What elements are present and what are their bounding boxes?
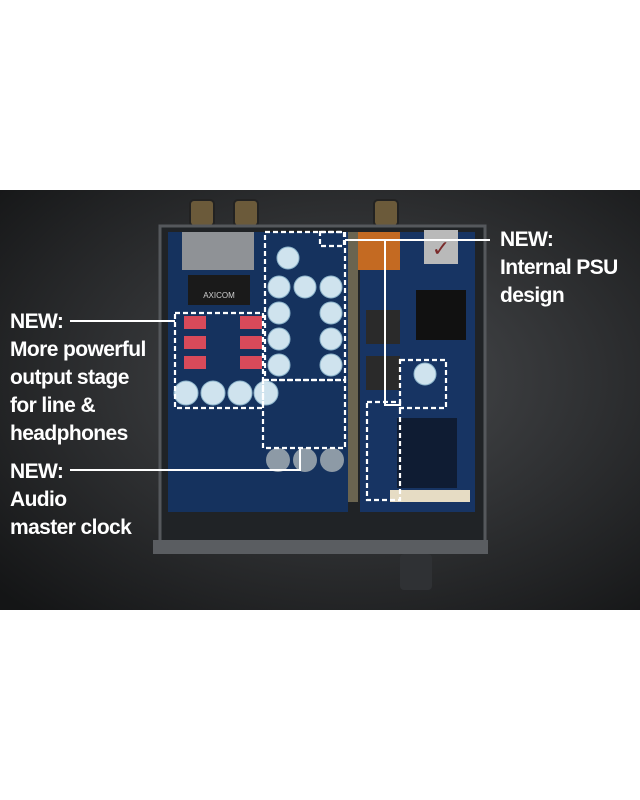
svg-text:✓: ✓	[432, 237, 450, 262]
volume-knob	[400, 554, 432, 590]
film-capacitors	[184, 316, 262, 369]
annotation-line: Internal PSU	[500, 256, 618, 279]
relay-marking: AXICOM	[203, 291, 235, 300]
annotation-line: master clock	[10, 516, 132, 539]
rca-jacks	[189, 199, 399, 227]
annotation-heading: NEW:	[10, 310, 64, 333]
leader-lines	[70, 239, 490, 471]
front-panel	[153, 540, 488, 554]
annotation-heading: NEW:	[500, 228, 554, 251]
annotation-line: headphones	[10, 422, 128, 445]
annotation-line: for line &	[10, 394, 96, 417]
product-photo: ✓ AXICOM	[0, 190, 640, 610]
annotation-output-stage: NEW: More powerful output stage for line…	[10, 308, 146, 448]
annotation-line: Audio	[10, 488, 67, 511]
annotation-line: output stage	[10, 366, 129, 389]
annotation-line: More powerful	[10, 338, 146, 361]
relay	[188, 275, 250, 305]
annotation-heading: NEW:	[10, 460, 64, 483]
annotation-psu: NEW: Internal PSU design	[500, 226, 618, 310]
annotation-line: design	[500, 284, 565, 307]
annotation-master-clock: NEW: Audio master clock	[10, 458, 132, 542]
highlight-boxes	[173, 230, 448, 502]
capacitors	[173, 246, 437, 406]
